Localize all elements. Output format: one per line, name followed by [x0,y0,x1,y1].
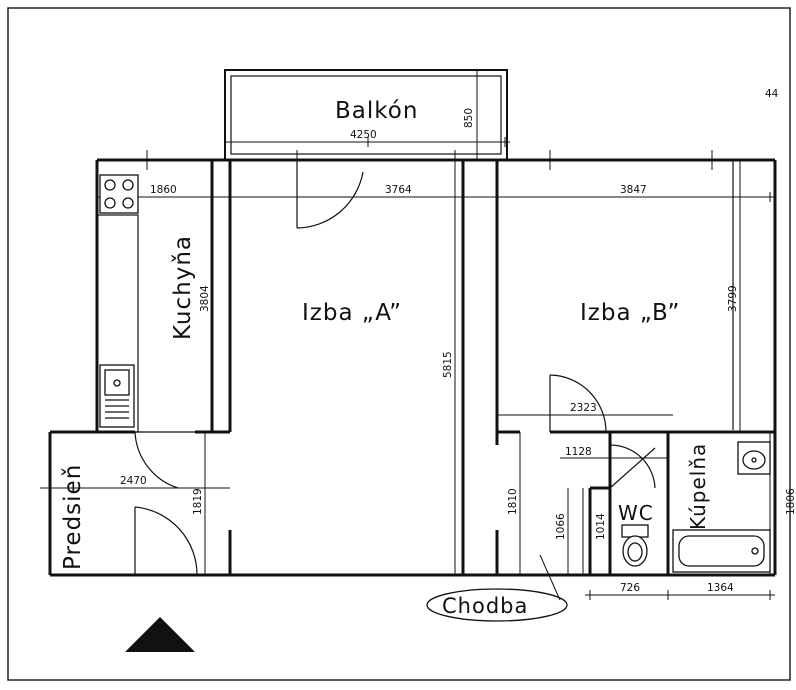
room-label-predsien: Predsieň [60,464,86,570]
dimension-lines [40,70,775,601]
dim-izba-b-width: 3847 [620,184,647,196]
dim-balkon-width: 4250 [350,129,377,141]
toilet-icon [621,524,649,567]
room-label-izba-a: Izba „A” [302,300,402,326]
kitchen-sink-icon [99,364,135,428]
stove-icon [99,174,139,214]
dim-predsien-width: 2470 [120,475,147,487]
dim-chodba-height: 1810 [507,488,519,515]
north-arrow-icon [125,617,195,652]
corner-number: 44 [765,88,779,100]
dim-izba-b-height: 3799 [727,285,739,312]
room-label-balkon: Balkón [335,98,418,124]
room-label-kuchyna: Kuchyňa [170,235,196,340]
dim-kitchen-height: 3804 [199,285,211,312]
dim-izba-a-height: 5815 [442,351,454,378]
dim-wc-bottom: 726 [620,582,640,594]
bathtub-icon [672,529,771,573]
dim-chodba-small: 1066 [555,513,567,540]
dimension-ticks [146,137,771,600]
dim-balkon-depth: 850 [463,108,475,128]
doors [134,160,656,576]
dim-kupelna-bottom: 1364 [707,582,734,594]
dim-wc-width: 1128 [565,446,592,458]
washbasin-icon [737,441,771,475]
page-border [7,7,791,681]
dim-wc-height: 1014 [595,513,607,540]
room-label-izba-b: Izba „B” [580,300,680,326]
chodba-label-frame [426,588,568,622]
room-label-chodba: Chodba [442,594,528,618]
dim-chodba-width: 2323 [570,402,597,414]
room-label-kupelna: Kúpelňa [686,443,710,530]
dim-kupelna-height: 1806 [785,488,796,515]
room-label-wc: WC [618,501,654,525]
dim-kitchen-width: 1860 [150,184,177,196]
kitchen-counter [96,214,139,433]
dim-izba-a-width: 3764 [385,184,412,196]
dim-predsien-height: 1819 [192,488,204,515]
